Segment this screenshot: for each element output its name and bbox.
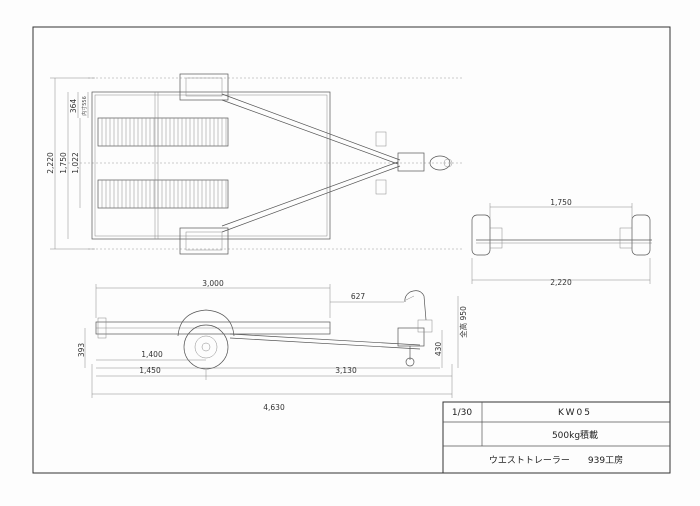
- dim-side-tongue: 627: [351, 292, 366, 301]
- dim-plan-note: 内寸556: [81, 96, 88, 116]
- dim-side-overall: 4,630: [263, 403, 285, 412]
- dim-plan-track: 1,750: [59, 152, 68, 174]
- side-view: 3,000 627 393 1,400 1,450 3,130 4,630 43…: [77, 279, 468, 412]
- dim-plan-inner: 1,022: [71, 152, 80, 174]
- dim-side-total-height: 全高 950: [458, 306, 468, 338]
- dim-side-hitch: 430: [434, 342, 443, 357]
- title-capacity: 500kg積載: [552, 429, 598, 441]
- title-maker: ウエストトレーラー 939工房: [489, 454, 623, 466]
- dim-plan-top: 364: [69, 99, 78, 114]
- dim-rear-track: 1,750: [550, 198, 572, 207]
- title-model: KW05: [558, 408, 592, 418]
- rear-view: 1,750 2,220: [471, 198, 652, 287]
- dim-side-height: 393: [77, 343, 86, 358]
- dim-side-rear: 3,130: [335, 366, 357, 375]
- dim-side-axle: 1,400: [141, 350, 163, 359]
- dim-rear-overall: 2,220: [550, 278, 572, 287]
- plan-view: 2,220 1,750 1,022 364 内寸556: [46, 73, 462, 255]
- title-block: 1/30 KW05 500kg積載 ウエストトレーラー 939工房: [442, 401, 671, 474]
- title-scale: 1/30: [452, 408, 472, 418]
- dim-plan-overall-width: 2,220: [46, 152, 55, 174]
- dim-side-front: 1,450: [139, 366, 161, 375]
- sheet-border: [32, 26, 671, 474]
- dim-side-bed: 3,000: [202, 279, 224, 288]
